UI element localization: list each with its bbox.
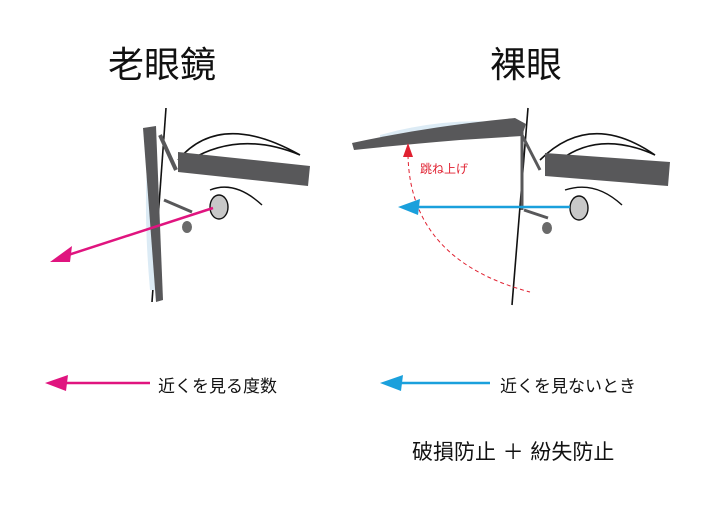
title-naked-eye: 裸眼 <box>490 45 563 86</box>
eye <box>209 194 229 220</box>
flip-arc <box>407 154 531 293</box>
nose-pad-arm <box>163 198 193 214</box>
title-reading-glasses: 老眼鏡 <box>108 45 217 86</box>
hinge <box>158 134 178 171</box>
temple-arm <box>545 153 670 186</box>
arrowhead-flip <box>403 143 413 157</box>
nose-pad <box>542 222 552 234</box>
flip-label: 跳ね上げ <box>420 162 469 176</box>
frame-front <box>143 126 163 302</box>
eyelid <box>209 186 263 206</box>
hinge <box>520 130 542 210</box>
nose-pad <box>182 221 192 233</box>
temple-arm <box>178 152 310 186</box>
legend-near-label: 近くを見る度数 <box>158 377 277 397</box>
frame-front <box>352 118 526 150</box>
eyelid <box>564 186 623 206</box>
benefit-text: 破損防止 ＋ 紛失防止 <box>412 440 615 464</box>
legend-arrowhead-naked <box>380 375 403 391</box>
eye <box>569 195 589 221</box>
eyebrow <box>539 132 656 161</box>
flip-up-figure <box>352 107 670 306</box>
arrowhead-naked <box>398 199 420 215</box>
eyebrow <box>177 132 301 161</box>
arrowhead-near <box>50 246 72 262</box>
reading-glasses-figure <box>50 107 310 303</box>
legend-naked-label: 近くを見ないとき <box>500 377 636 397</box>
nose-pad-arm <box>523 208 549 220</box>
legend-arrowhead-near <box>45 375 68 391</box>
sightline-near <box>61 206 214 259</box>
